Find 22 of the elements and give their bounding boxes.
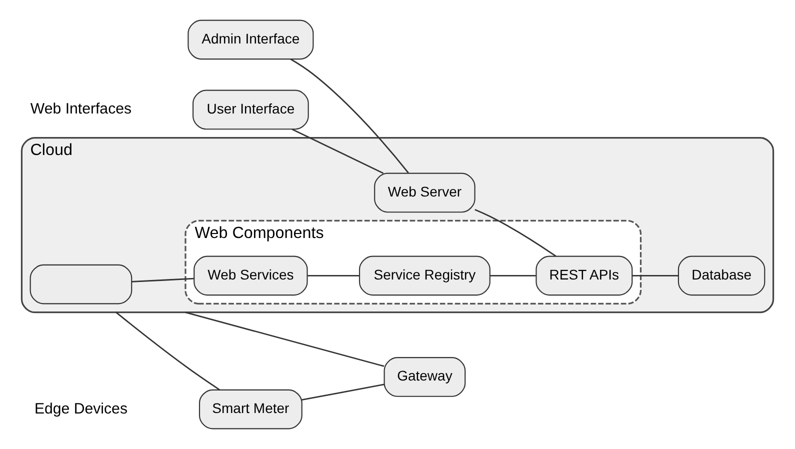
label: Edge Devices xyxy=(34,400,128,418)
node-box: Web Services xyxy=(194,256,308,296)
node-box: Admin Interface xyxy=(188,20,314,60)
connector xyxy=(632,274,678,276)
connector xyxy=(308,274,360,276)
connector xyxy=(185,312,384,367)
node-box: Gateway xyxy=(384,357,466,397)
node-box: Smart Meter xyxy=(198,389,302,430)
node-box: REST APIs xyxy=(536,256,633,296)
connector xyxy=(292,128,384,174)
connector xyxy=(474,209,556,257)
node-box: Database xyxy=(678,256,766,296)
node-box: Service Registry xyxy=(358,256,490,296)
connector xyxy=(116,312,220,390)
label: Web Interfaces xyxy=(30,100,132,118)
connector xyxy=(302,384,384,401)
connector xyxy=(490,274,536,276)
connector xyxy=(290,58,409,174)
connector xyxy=(132,278,194,282)
node-box xyxy=(30,264,132,304)
node-box: Web Server xyxy=(374,172,476,213)
node-box: User Interface xyxy=(192,90,309,130)
